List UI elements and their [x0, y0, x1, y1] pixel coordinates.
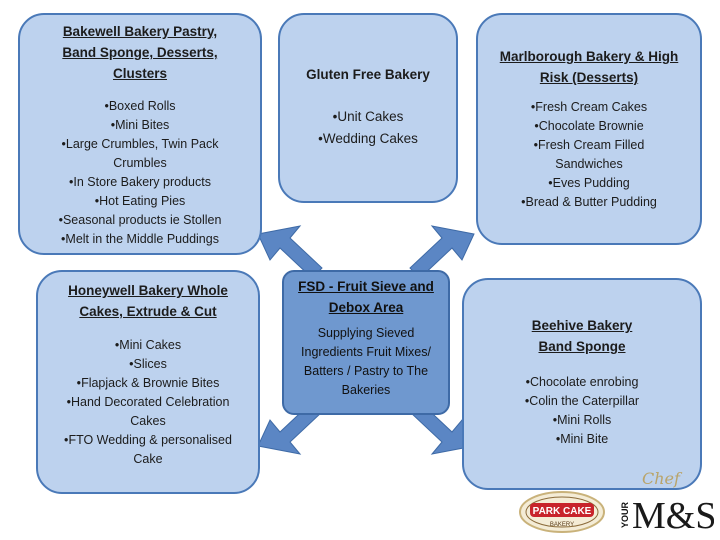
- list-item: Mini Bites: [20, 116, 260, 135]
- park-cake-logo-graphic: PARK CAKE BAKERY: [519, 491, 605, 533]
- list-item: Fresh Cream Filled Sandwiches: [514, 136, 664, 174]
- your-text: YOUR: [620, 501, 630, 528]
- list-item: Wedding Cakes: [280, 128, 456, 150]
- honeywell-box: Honeywell Bakery Whole Cakes, Extrude & …: [36, 270, 260, 494]
- list-item: Mini Cakes: [38, 336, 258, 355]
- chef-script-text: Chef: [642, 469, 683, 488]
- list-item: Colin the Caterpillar: [464, 392, 700, 411]
- list-item: Chocolate enrobing: [464, 373, 700, 392]
- park-cake-text: PARK CAKE: [533, 506, 592, 517]
- gluten-free-title: Gluten Free Bakery: [306, 67, 430, 82]
- list-item: Slices: [38, 355, 258, 374]
- list-item: Fresh Cream Cakes: [478, 98, 700, 117]
- list-item: Hand Decorated Celebration Cakes: [48, 393, 248, 431]
- marlborough-list: Fresh Cream Cakes Chocolate Brownie Fres…: [478, 98, 700, 212]
- ms-logo-graphic: Chef YOUR M&S: [620, 469, 716, 537]
- list-item: Large Crumbles, Twin Pack Crumbles: [45, 135, 235, 173]
- list-item: Melt in the Middle Puddings: [20, 230, 260, 249]
- bakewell-title: Bakewell Bakery Pastry, Band Sponge, Des…: [62, 24, 218, 81]
- gluten-free-box: Gluten Free Bakery Unit Cakes Wedding Ca…: [278, 13, 458, 203]
- list-item: Mini Bite: [464, 430, 700, 449]
- list-item: Mini Rolls: [464, 411, 700, 430]
- list-item: In Store Bakery products: [20, 173, 260, 192]
- beehive-title: Beehive Bakery Band Sponge: [531, 318, 633, 354]
- honeywell-title: Honeywell Bakery Whole Cakes, Extrude & …: [68, 283, 228, 319]
- park-cake-sub-text: BAKERY: [550, 522, 574, 528]
- list-item: Hot Eating Pies: [20, 192, 260, 211]
- beehive-box: Beehive Bakery Band Sponge Chocolate enr…: [462, 278, 702, 490]
- park-cake-logo: PARK CAKE BAKERY: [516, 482, 608, 534]
- honeywell-list: Mini Cakes Slices Flapjack & Brownie Bit…: [38, 336, 258, 469]
- marlborough-title: Marlborough Bakery & High Risk (Desserts…: [499, 49, 679, 85]
- list-item: FTO Wedding & personalised Cake: [48, 431, 248, 469]
- fsd-title: FSD - Fruit Sieve and Debox Area: [298, 279, 434, 315]
- ms-logo: Chef YOUR M&S: [614, 462, 716, 537]
- bakewell-box: Bakewell Bakery Pastry, Band Sponge, Des…: [18, 13, 262, 255]
- list-item: Seasonal products ie Stollen: [20, 211, 260, 230]
- list-item: Chocolate Brownie: [478, 117, 700, 136]
- list-item: Boxed Rolls: [20, 97, 260, 116]
- fsd-box: FSD - Fruit Sieve and Debox Area Supplyi…: [282, 270, 450, 415]
- ms-text: M&S: [632, 495, 714, 534]
- list-item: Bread & Butter Pudding: [478, 193, 700, 212]
- list-item: Unit Cakes: [280, 106, 456, 128]
- list-item: Eves Pudding: [478, 174, 700, 193]
- list-item: Flapjack & Brownie Bites: [38, 374, 258, 393]
- fsd-description: Supplying Sieved Ingredients Fruit Mixes…: [301, 326, 431, 397]
- gluten-free-list: Unit Cakes Wedding Cakes: [280, 106, 456, 150]
- beehive-list: Chocolate enrobing Colin the Caterpillar…: [464, 373, 700, 449]
- marlborough-box: Marlborough Bakery & High Risk (Desserts…: [476, 13, 702, 245]
- bakewell-list: Boxed Rolls Mini Bites Large Crumbles, T…: [20, 97, 260, 249]
